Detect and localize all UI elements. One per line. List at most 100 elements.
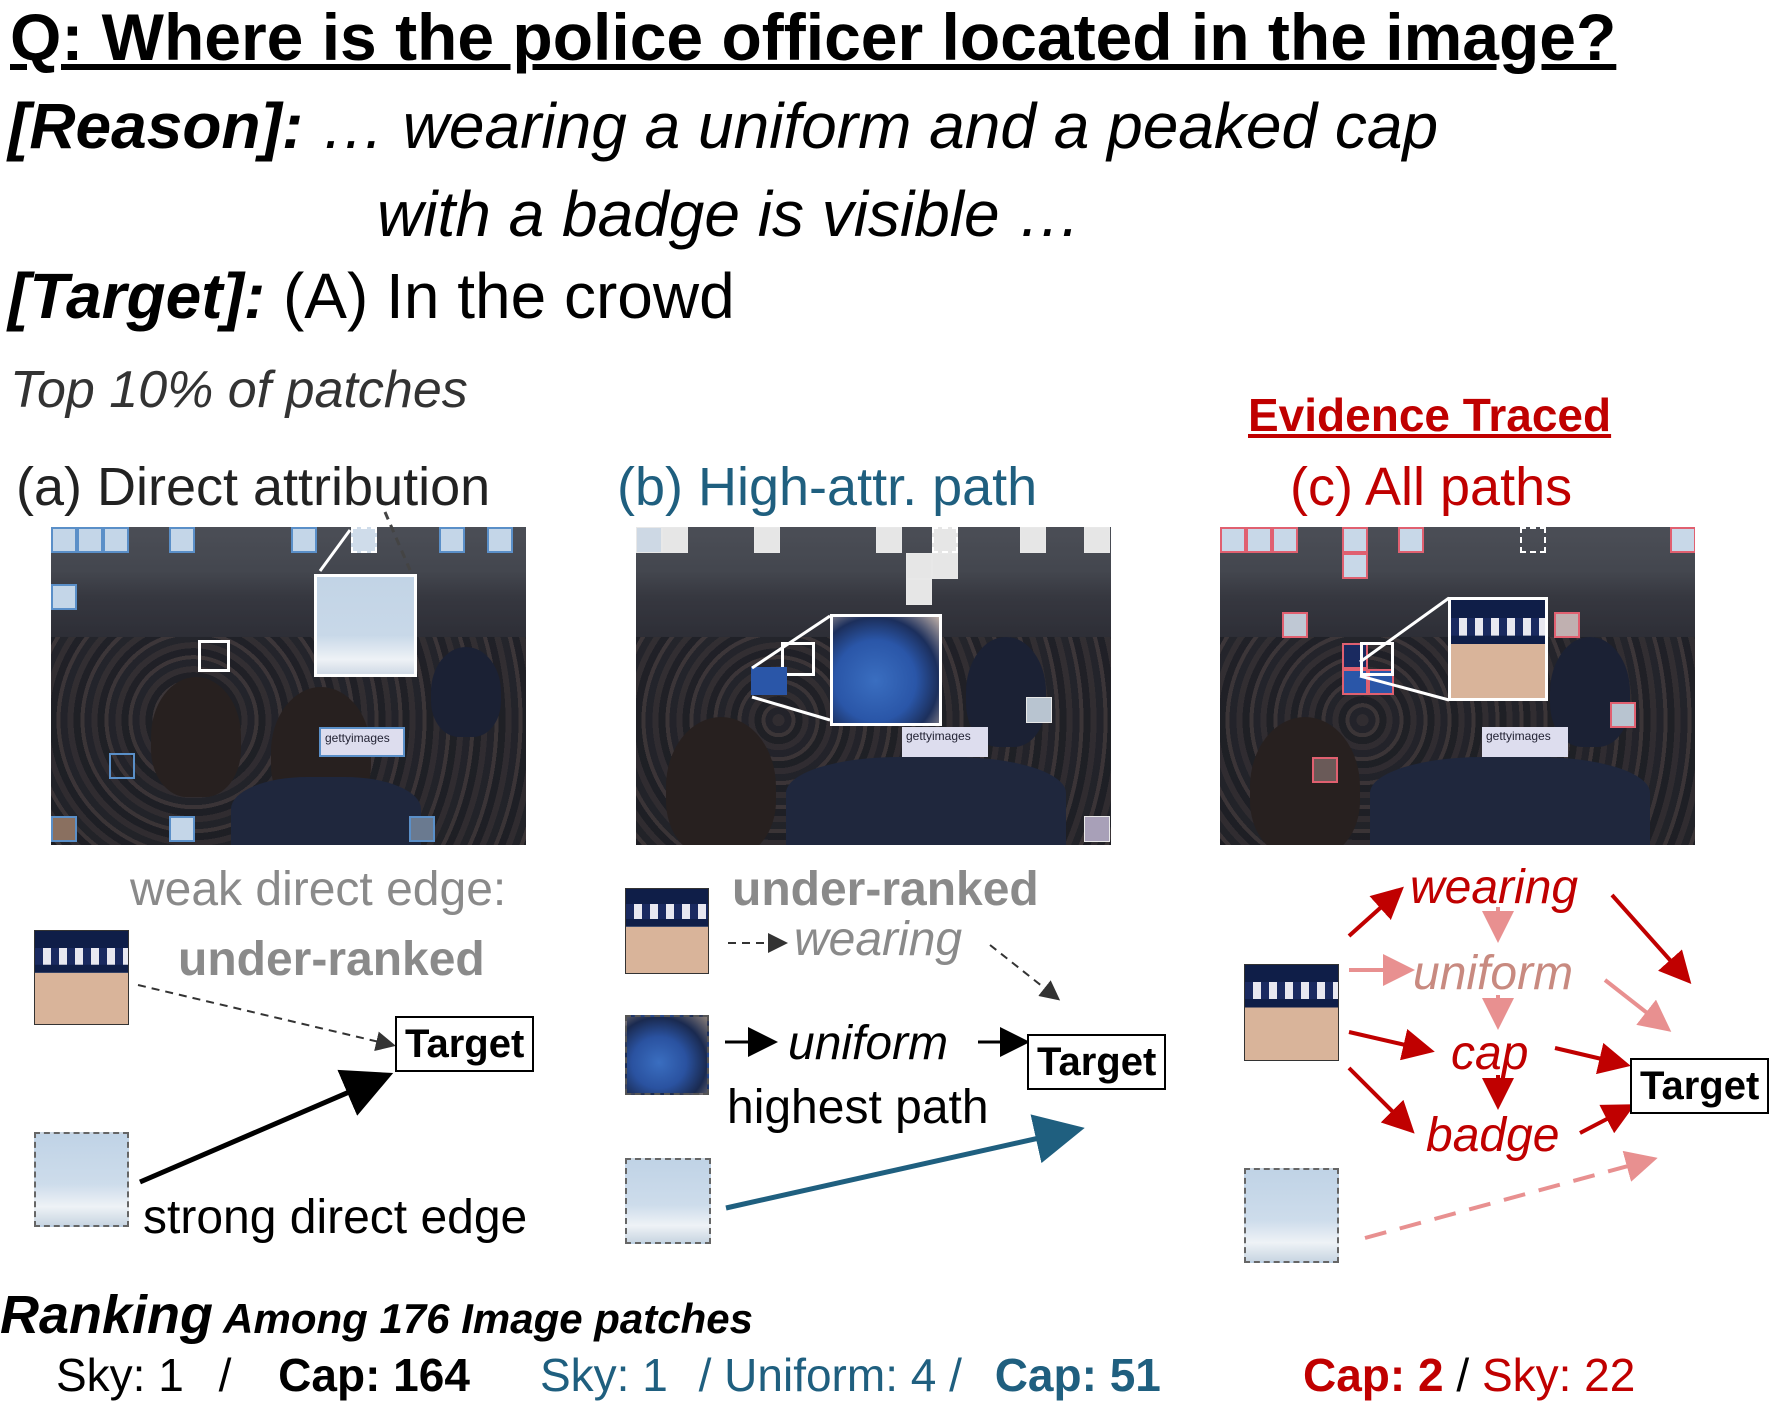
rank-a-cap: Cap: 164	[278, 1349, 470, 1401]
zoom-line	[751, 695, 831, 722]
target-box-b: Target	[1027, 1034, 1167, 1090]
sky-patch-dashed	[932, 527, 958, 553]
person-shirt	[786, 757, 1066, 845]
person-shirt	[231, 777, 421, 845]
reason-label: [Reason]:	[8, 90, 304, 162]
highlight-patch	[1398, 527, 1424, 553]
target-box-a: Target	[395, 1016, 535, 1072]
ranking-b: Sky: 1 / Uniform: 4 / Cap: 51	[540, 1352, 1161, 1398]
rank-c-cap: Cap: 2	[1303, 1349, 1444, 1401]
uniform-to-target-arrow	[1603, 978, 1672, 1032]
sky-to-target-dashed-arrow	[1364, 1150, 1658, 1240]
highlight-patch	[906, 553, 932, 579]
highlight-patch	[932, 553, 958, 579]
target-box-c: Target	[1630, 1058, 1770, 1114]
panel-a-title: (a) Direct attribution	[16, 457, 491, 517]
strong-edge-arrow	[139, 1069, 394, 1185]
ranking-a: Sky: 1 / Cap: 164	[56, 1352, 470, 1398]
wearing-out-arrow	[989, 944, 1061, 1001]
reason-line-1: [Reason]: … wearing a uniform and a peak…	[8, 94, 1438, 158]
cap-locator-box	[1360, 642, 1394, 676]
sky-zoom-inset	[314, 574, 417, 677]
highlight-patch	[1026, 697, 1052, 723]
panel-a-photo: gettyimages	[51, 527, 526, 845]
uniform-zoom-inset	[830, 614, 942, 726]
highlight-patch	[487, 527, 513, 553]
top-patches-caption: Top 10% of patches	[10, 361, 468, 419]
highlight-patch	[439, 527, 465, 553]
watermark: gettyimages	[1482, 727, 1568, 757]
zoom-line	[751, 614, 831, 670]
cap-to-target-arrow	[1554, 1042, 1631, 1075]
person-head	[666, 717, 776, 845]
sky-path-arrow	[725, 1114, 1085, 1211]
zoom-line	[383, 511, 412, 571]
question: Q: Where is the police officer located i…	[10, 0, 1617, 74]
rank-c-sep: /	[1456, 1349, 1470, 1401]
highlight-patch	[1272, 527, 1298, 553]
person-shirt	[1370, 757, 1650, 845]
under-ranked-label-a: under-ranked	[178, 933, 485, 986]
cap-zoom-inset	[1448, 597, 1548, 701]
highest-path-label: highest path	[727, 1081, 989, 1134]
evidence-traced-heading: Evidence Traced	[1248, 389, 1612, 441]
highlight-patch	[409, 816, 435, 842]
cap-locator-box	[198, 640, 230, 672]
cap-patch-thumbnail	[1244, 964, 1339, 1061]
highlight-patch	[103, 527, 129, 553]
cap-to-cap-arrow	[1348, 1029, 1435, 1061]
panel-b-title: (b) High-attr. path	[617, 457, 1038, 517]
panel-c-photo: gettyimages	[1220, 527, 1695, 845]
uniform-label-b: uniform	[788, 1017, 949, 1070]
highlight-patch	[906, 579, 932, 605]
uniform-patch	[751, 667, 787, 695]
wearing-to-target-arrow	[1610, 893, 1692, 984]
sky-patch-thumbnail	[1244, 1168, 1339, 1263]
sky-patch-thumbnail	[34, 1132, 129, 1227]
ranking-c: Cap: 2 / Sky: 22	[1303, 1352, 1635, 1398]
highlight-patch	[1610, 702, 1636, 728]
sky-patch-dashed	[1520, 527, 1546, 553]
target-line: [Target]: (A) In the crowd	[8, 264, 735, 328]
highlight-patch	[1554, 612, 1580, 638]
highlight-patch	[51, 584, 77, 610]
ranking-subtitle: Among 176 Image patches	[213, 1295, 753, 1342]
highlight-patch	[1670, 527, 1695, 553]
rank-b-cap: Cap: 51	[994, 1349, 1161, 1401]
uniform-locator-box	[781, 642, 815, 676]
wearing-label-c: wearing	[1410, 861, 1579, 914]
highlight-patch	[662, 527, 688, 553]
highlight-patch	[1084, 816, 1110, 842]
badge-to-target-arrow	[1579, 1104, 1636, 1135]
reason-line-2: with a badge is visible …	[377, 178, 1082, 250]
watermark: gettyimages	[319, 727, 405, 757]
sky-patch-thumbnail	[625, 1158, 711, 1244]
cap-label-c: cap	[1451, 1027, 1529, 1080]
target-text: (A) In the crowd	[265, 260, 735, 332]
highlight-patch	[1282, 612, 1308, 638]
strong-edge-label: strong direct edge	[143, 1191, 528, 1244]
reason-text-1: … wearing a uniform and a peaked cap	[303, 90, 1439, 162]
cap-to-wearing-arrow	[1347, 886, 1404, 938]
cap-patch-thumbnail	[625, 888, 709, 974]
ranking-title: Ranking	[0, 1285, 214, 1345]
panel-b-photo: gettyimages	[636, 527, 1111, 845]
badge-label-c: badge	[1426, 1109, 1560, 1162]
sky-patch-dashed	[351, 527, 377, 553]
rank-c-sky: Sky: 22	[1481, 1349, 1636, 1401]
highlight-patch	[754, 527, 780, 553]
panel-c-title: (c) All paths	[1290, 457, 1573, 517]
rank-a-sky: Sky: 1	[56, 1349, 184, 1401]
zoom-line	[318, 529, 352, 572]
person-head	[1250, 717, 1360, 845]
watermark: gettyimages	[902, 727, 988, 757]
cap-patch-thumbnail	[34, 930, 129, 1025]
zoom-line	[1359, 674, 1450, 702]
watermark-text: gettyimages	[325, 731, 390, 745]
ranking-heading: Ranking Among 176 Image patches	[0, 1288, 753, 1342]
highlight-patch	[1220, 527, 1246, 553]
highlight-patch	[1342, 527, 1368, 553]
highlight-patch	[291, 527, 317, 553]
highlight-patch	[169, 527, 195, 553]
